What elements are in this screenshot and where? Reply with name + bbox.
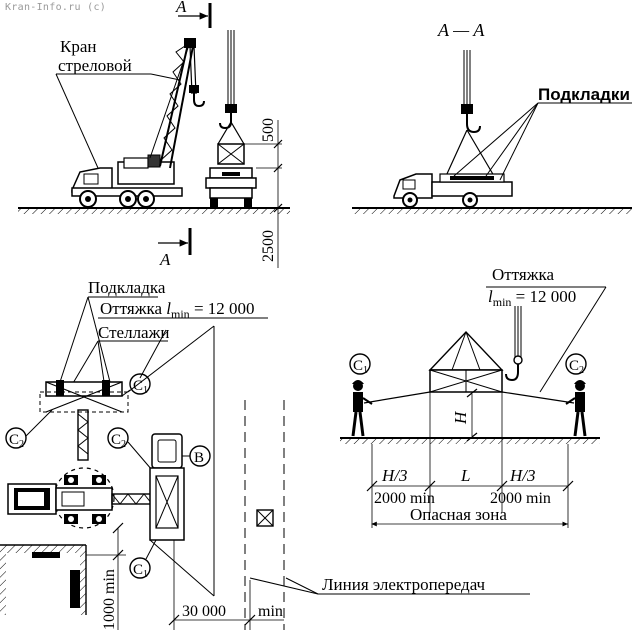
crane-boom: [159, 38, 196, 169]
truck-plan: [149, 433, 185, 541]
min-right: 2000 min: [490, 490, 551, 507]
pad-label: Подкладка: [88, 278, 166, 297]
dim-30000: 30 000: [182, 603, 226, 620]
top-left-crane-view: A A: [18, 0, 290, 269]
section-marker-top: A: [175, 0, 212, 28]
c1-lower: C1: [133, 562, 148, 580]
danger-zone-label: Опасная зона: [410, 505, 507, 524]
crane-label-line2: стреловой: [58, 56, 132, 75]
racks-label: Стеллажи: [98, 323, 169, 342]
h3-right: H/3: [509, 466, 536, 485]
section-marker-bottom: A: [158, 228, 192, 269]
truck: [393, 173, 513, 208]
mobile-crane: [71, 38, 205, 208]
ground-hatch: [18, 208, 290, 214]
cargo-stack: [205, 167, 257, 208]
c2-right: C2: [111, 432, 126, 450]
worker-right: [565, 380, 587, 437]
l-dim: L: [460, 466, 470, 485]
suspended-cargo: [217, 30, 245, 165]
c2-right-view: C2: [569, 358, 584, 376]
h-dim: H: [451, 410, 470, 425]
dim-min: min: [258, 603, 283, 620]
power-line-label: Линия электропередач: [322, 575, 486, 594]
bottom-right-guy-view: Оттяжка lmin = 12 000: [340, 265, 607, 528]
guy-length-right: lmin = 12 000: [488, 287, 576, 309]
min-left: 2000 min: [374, 490, 435, 507]
c1-upper: C1: [133, 378, 148, 396]
dim-2500: 2500: [260, 230, 277, 262]
worker-left: [351, 380, 373, 437]
watermark: Kran-Info.ru (c): [5, 2, 107, 13]
c2-left: C2: [9, 432, 24, 450]
section-title: A — A: [437, 20, 485, 40]
h3-left: H/3: [381, 466, 408, 485]
guy-label-right: Оттяжка: [492, 265, 554, 284]
top-right-section-view: A — A Подкладки: [352, 20, 632, 214]
dim-500: 500: [260, 118, 277, 142]
b-circle: B: [194, 450, 204, 466]
section-label-a-top: A: [175, 0, 187, 16]
pads-label: Подкладки: [538, 85, 630, 104]
c1-right-view: C1: [353, 358, 368, 376]
crane-label-line1: Кран: [60, 37, 96, 56]
section-label-a-bottom: A: [159, 250, 171, 269]
bottom-left-plan-view: Подкладка Оттяжка lmin = 12 000 Стеллажи…: [0, 278, 530, 630]
dim-1000-min: 1000 min: [101, 569, 118, 630]
